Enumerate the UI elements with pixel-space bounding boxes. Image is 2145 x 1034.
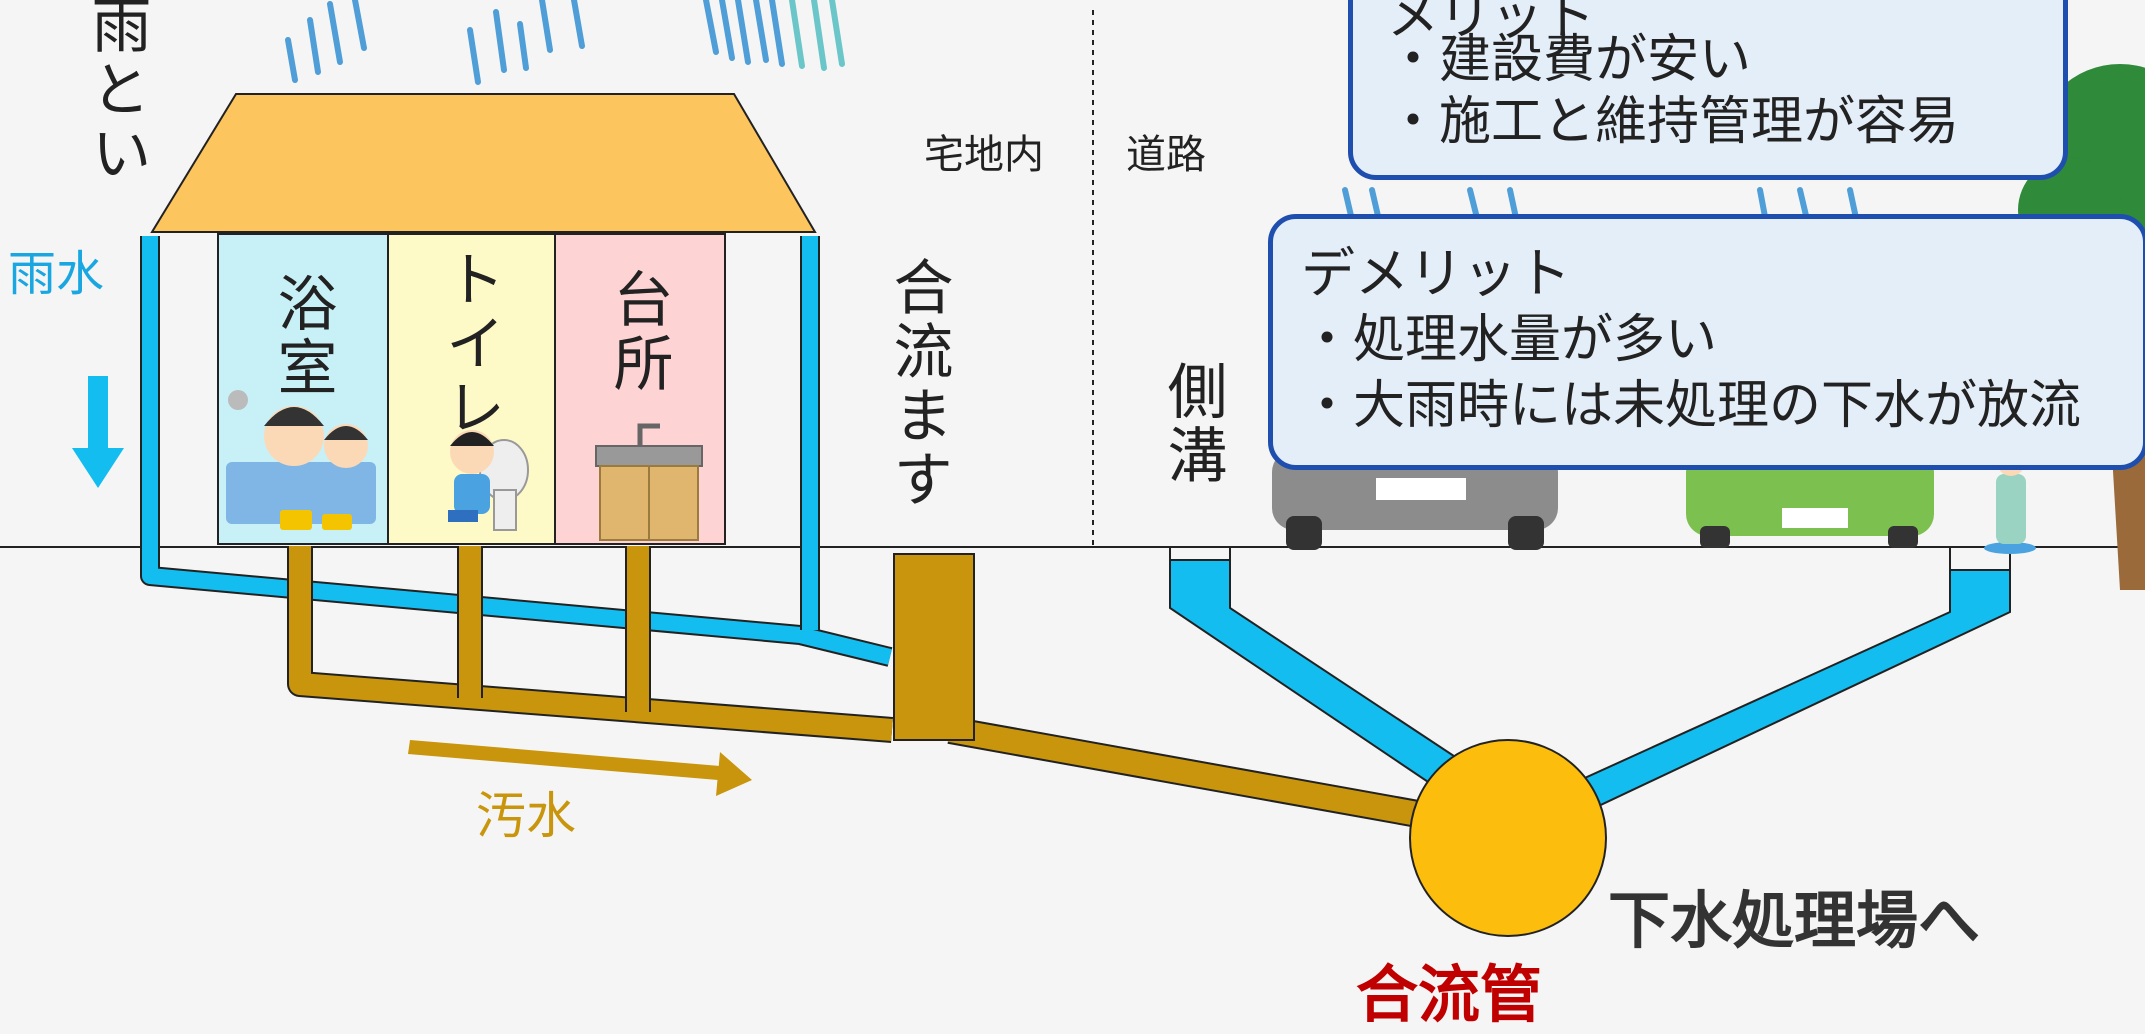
junction-box (893, 553, 975, 741)
house-roof (150, 93, 817, 233)
car-icon (1272, 450, 1934, 550)
toilet-label: トイレ (435, 248, 505, 440)
toilet-child-icon (448, 430, 529, 531)
demerit-callout: デメリット ・処理水量が多い ・大雨時には未処理の下水が放流 (1268, 214, 2145, 470)
bathing-people-icon (226, 390, 376, 530)
merit-item-1: ・建設費が安い (1387, 30, 1752, 90)
combined-pipe-label: 合流管 (1356, 958, 1543, 1031)
road-label: 道路 (1126, 132, 1206, 178)
diagram-canvas (0, 0, 2145, 937)
sewage-pipes (287, 546, 1443, 832)
junction-box-label: 合流ます (883, 256, 953, 512)
premises-label: 宅地内 (924, 132, 1044, 178)
kitchen-sink-icon (595, 423, 703, 541)
wastewater-label: 汚水 (476, 787, 576, 845)
rainwater-arrow (72, 376, 124, 488)
demerit-title: デメリット (1301, 242, 1571, 305)
combined-pipe-circle (1409, 739, 1607, 937)
wastewater-arrow (408, 740, 752, 796)
merit-title: メリット (1387, 0, 1596, 47)
gutter-label: 雨とい (81, 0, 151, 186)
side-ditch-label: 側溝 (1157, 360, 1227, 488)
demerit-item-2: ・大雨時には未処理の下水が放流 (1301, 376, 2082, 436)
rainwater-label: 雨水 (8, 246, 105, 302)
merit-callout: メリット ・建設費が安い ・施工と維持管理が容易 (1348, 0, 2068, 180)
bathroom-label: 浴室 (267, 272, 337, 400)
demerit-item-1: ・処理水量が多い (1301, 310, 1718, 370)
merit-item-2: ・施工と維持管理が容易 (1387, 92, 1960, 152)
kitchen-label: 台所 (603, 268, 673, 396)
to-treatment-plant-label: 下水処理場へ (1608, 884, 1981, 957)
side-ditch-pipes (1169, 546, 2011, 812)
